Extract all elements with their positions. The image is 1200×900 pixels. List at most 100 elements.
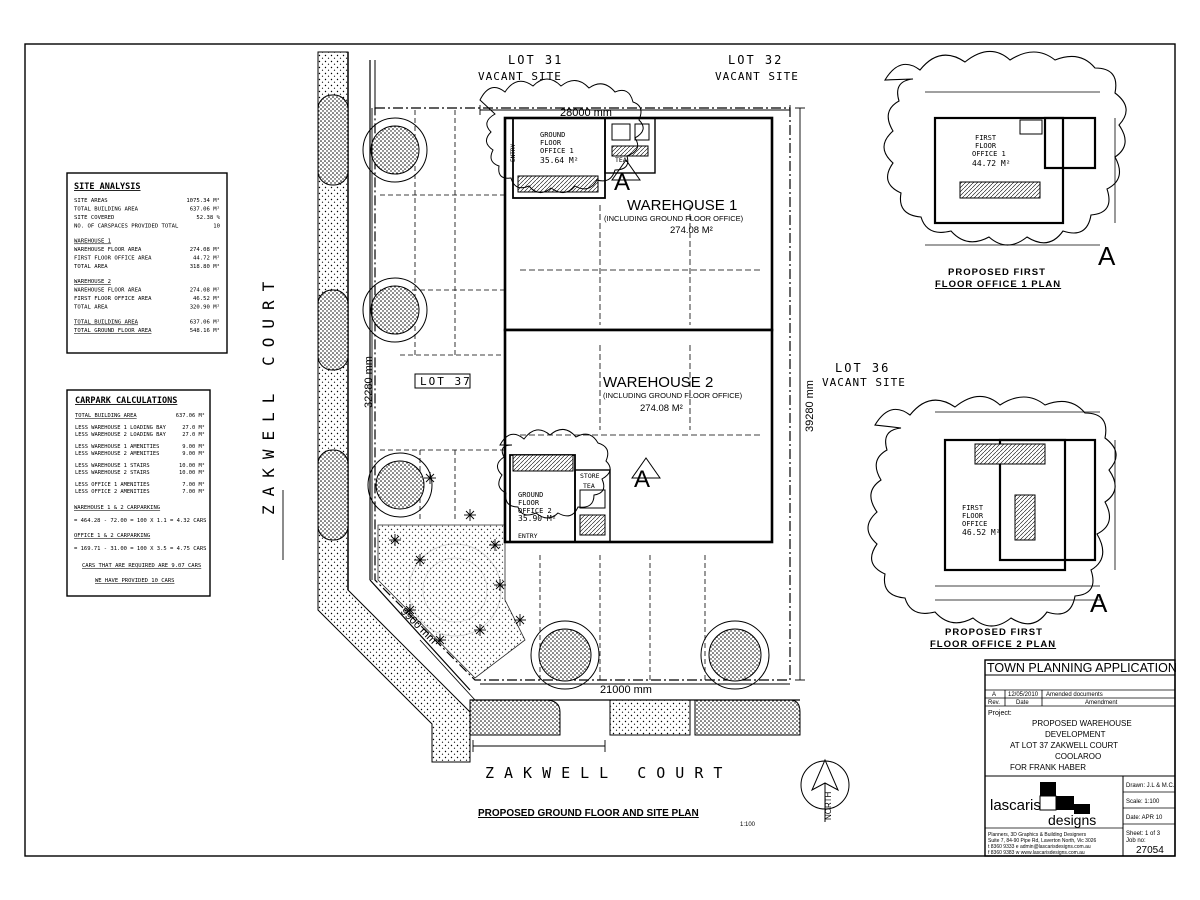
ff1-title-l1: PROPOSED FIRST (948, 267, 1046, 278)
firm-logo (1039, 782, 1090, 814)
site-analysis-label: WAREHOUSE FLOOR AREA (74, 247, 142, 253)
site-analysis-box (66, 172, 228, 354)
carpark-provided: WE HAVE PROVIDED 10 CARS (95, 578, 174, 584)
site-analysis-label: WAREHOUSE FLOOR AREA (74, 288, 142, 294)
title-block-frame (984, 659, 1176, 857)
gfo2-l3: OFFICE 2 (518, 507, 552, 515)
project-line-1: PROPOSED WAREHOUSE (1032, 719, 1132, 728)
rev-date: 12/05/2010 (1008, 692, 1039, 698)
store-label: STORE (580, 472, 600, 480)
site-analysis-value: 10 (213, 224, 220, 230)
gfo2-l1: GROUND (518, 491, 543, 499)
carpark-title: CARPARK CALCULATIONS (75, 396, 177, 406)
ff1-room-l2: FLOOR (975, 142, 997, 150)
plan-labels: LOT 31 VACANT SITE LOT 32 VACANT SITE LO… (259, 53, 1116, 828)
site-analysis-title: SITE ANALYSIS (74, 182, 141, 192)
section-mark-2: A (634, 466, 650, 493)
lot-36-label: LOT 36 (835, 361, 890, 375)
gfo1-l1: GROUND (540, 131, 565, 139)
gfo2-area: 35.90 M² (518, 514, 557, 523)
carpark-table: CARPARK CALCULATIONS TOTAL BUILDING AREA… (74, 396, 206, 584)
street-side-label: ZAKWELL COURT (259, 273, 278, 515)
ff2-room-l1: FIRST (962, 504, 984, 512)
col-rev: Rev. (988, 700, 1000, 706)
dim-right: 39280 mm (804, 380, 816, 432)
bottom-nature-strip (469, 699, 801, 736)
carpark-of-calc: = 169.71 - 31.00 = 100 X 3.5 = 4.75 CARS (74, 546, 206, 552)
warehouse-2 (503, 328, 774, 544)
project-line-2: DEVELOPMENT (1045, 730, 1106, 739)
lot-32-sub: VACANT SITE (715, 70, 799, 83)
wh2-area: 274.08 M² (640, 403, 683, 414)
site-analysis-label: SITE AREAS (74, 198, 108, 204)
site-analysis-label: TOTAL BUILDING AREA (74, 320, 139, 326)
site-analysis-value: 46.52 M² (193, 295, 220, 302)
job-label: Job no: (1126, 838, 1146, 844)
sheet-border (24, 43, 1176, 857)
site-analysis-label: NO. OF CARSPACES PROVIDED TOTAL (74, 224, 179, 230)
col-date: Date (1016, 700, 1029, 706)
rev-letter: A (992, 692, 996, 698)
firm-line-3: t 8360 9333 e admin@lascarisdesigns.com.… (988, 844, 1091, 850)
ff1-section-mark: A (1098, 241, 1116, 271)
site-analysis-label: TOTAL AREA (74, 305, 108, 311)
carpark-value: 637.06 M² (176, 412, 205, 419)
lot-32-label: LOT 32 (728, 53, 783, 67)
site-boundary (374, 107, 791, 681)
site-analysis-value: 320.90 M² (190, 304, 220, 311)
site-analysis-value: 1075.34 M² (186, 197, 220, 204)
carpark-value: 9.00 M² (182, 443, 205, 450)
site-analysis-value: 52.38 % (196, 215, 220, 221)
entry-1: ENTRY (510, 144, 517, 162)
street-bottom-label: ZAKWELL COURT (485, 764, 732, 782)
drawn-by: Drawn: J.L & M.C. (1126, 783, 1175, 789)
ff2-area: 46.52 M² (962, 528, 1001, 537)
rev-text: Amended documents (1046, 692, 1103, 698)
dim-bottom: 21000 mm (600, 684, 652, 696)
plan-scale: 1:100 (740, 822, 756, 828)
revision-cloud-1 (479, 78, 644, 193)
ff2-section-mark: A (1090, 588, 1108, 618)
carpark-label: LESS WAREHOUSE 1 AMENITIES (75, 444, 159, 450)
ff2-cloud (867, 395, 1117, 627)
dimension-lines (282, 105, 805, 752)
site-analysis-value: 637.06 M² (190, 319, 220, 326)
carpark-label: LESS OFFICE 2 AMENITIES (75, 489, 150, 495)
dim-top: 28000 mm (560, 107, 612, 119)
title-block-heading: TOWN PLANNING APPLICATION (987, 661, 1177, 675)
job-number: 27054 (1136, 845, 1164, 856)
site-analysis-label: FIRST FLOOR OFFICE AREA (74, 256, 152, 262)
dim-left: 32280 mm (363, 356, 375, 408)
project-line-4: COOLAROO (1055, 752, 1101, 761)
site-analysis-label: TOTAL GROUND FLOOR AREA (74, 328, 152, 334)
firm-line-4: f 8360 9383 w www.lascarisdesigns.com.au (988, 850, 1085, 856)
ff2-room-l3: OFFICE (962, 520, 987, 528)
site-analysis-value: 274.08 M² (190, 287, 220, 294)
firm-line-2: Suite 7, 84-90 Pipe Rd, Laverton North, … (988, 838, 1097, 844)
lot-31-label: LOT 31 (508, 53, 563, 67)
drawing-scale: Scale: 1:100 (1126, 799, 1160, 805)
site-analysis-value: 548.16 M² (190, 327, 220, 334)
carpark-value: 7.00 M² (182, 481, 205, 488)
carpark-value: 9.00 M² (182, 450, 205, 457)
project-line-3: AT LOT 37 ZAKWELL COURT (1010, 741, 1118, 750)
carpark-label: LESS OFFICE 1 AMENITIES (75, 482, 150, 488)
ff1-cloud (883, 50, 1127, 246)
site-analysis-label: WAREHOUSE 1 (74, 239, 111, 245)
carpark-box (66, 389, 211, 597)
project-line-5: FOR FRANK HABER (1010, 763, 1086, 772)
carpark-label: LESS WAREHOUSE 2 LOADING BAY (75, 432, 167, 438)
carpark-value: 10.00 M² (179, 462, 205, 469)
ff2-room-l2: FLOOR (962, 512, 984, 520)
site-analysis-value: 318.80 M² (190, 263, 220, 270)
site-analysis-value: 274.08 M² (190, 246, 220, 253)
first-floor-office-2-plan (935, 411, 1116, 601)
first-floor-office-1-plan (925, 91, 1116, 246)
ff1-title-l2: FLOOR OFFICE 1 PLAN (935, 279, 1061, 290)
section-markers (611, 159, 661, 479)
north-label: NORTH (824, 791, 833, 820)
lot-37-box (414, 373, 471, 389)
carpark-label: LESS WAREHOUSE 1 STAIRS (75, 463, 150, 469)
shrubs (389, 472, 526, 646)
